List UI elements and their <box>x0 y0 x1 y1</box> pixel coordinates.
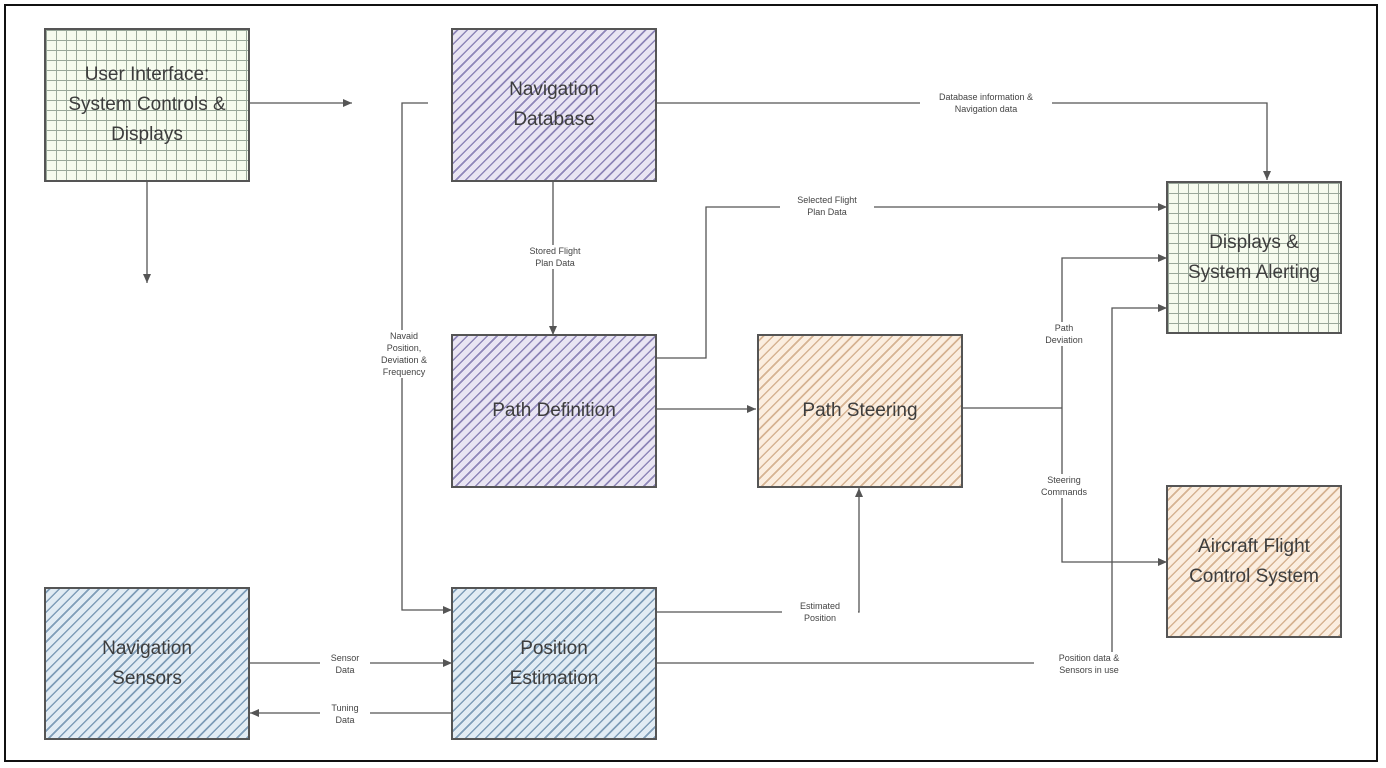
selected-flight-plan-arrow <box>656 203 1167 359</box>
stored-flight-plan-label: Stored Flight Plan Data <box>510 245 600 269</box>
user-interface-box: User Interface: System Controls & Displa… <box>44 28 250 182</box>
aircraft-fcs-box: Aircraft Flight Control System <box>1166 485 1342 638</box>
user-interface-label: User Interface: System Controls & Displa… <box>68 64 226 145</box>
estimated-position-arrow <box>656 488 863 613</box>
navigation-database-box: Navigation Database <box>451 28 657 182</box>
path-definition-label: Path Definition <box>492 400 616 421</box>
estimated-position-label: Estimated Position <box>782 600 858 624</box>
diagram-frame <box>4 4 1378 762</box>
position-estimation-box: Position Estimation <box>451 587 657 740</box>
database-info-label: Database information & Navigation data <box>920 91 1052 115</box>
navigation-database-label: Navigation Database <box>509 79 599 130</box>
displays-alerting-label: Displays & System Alerting <box>1188 231 1320 283</box>
steering-commands-label: Steering Commands <box>1028 474 1100 498</box>
position-data-arrow <box>656 304 1167 664</box>
displays-alerting-box: Displays & System Alerting <box>1166 181 1342 334</box>
navigation-sensors-box: Navigation Sensors <box>44 587 250 740</box>
path-steering-box: Path Steering <box>757 334 963 488</box>
tuning-data-label: Tuning Data <box>320 702 370 726</box>
path-deviation-label: Path Deviation <box>1034 322 1094 346</box>
navigation-sensors-label: Navigation Sensors <box>102 637 192 689</box>
steering-commands-arrow <box>1061 408 1167 566</box>
sensor-data-label: Sensor Data <box>320 652 370 676</box>
aircraft-fcs-label: Aircraft Flight Control System <box>1189 535 1319 587</box>
navaid-label: Navaid Position, Deviation & Frequency <box>364 330 444 378</box>
path-definition-box: Path Definition <box>451 334 657 488</box>
selected-flight-plan-label: Selected Flight Plan Data <box>780 194 874 218</box>
database-info-arrow <box>656 102 1271 180</box>
path-deviation-arrow <box>1061 254 1167 408</box>
position-data-sensors-label: Position data & Sensors in use <box>1034 652 1144 676</box>
path-steering-label: Path Steering <box>802 400 918 421</box>
position-estimation-label: Position Estimation <box>509 637 599 689</box>
